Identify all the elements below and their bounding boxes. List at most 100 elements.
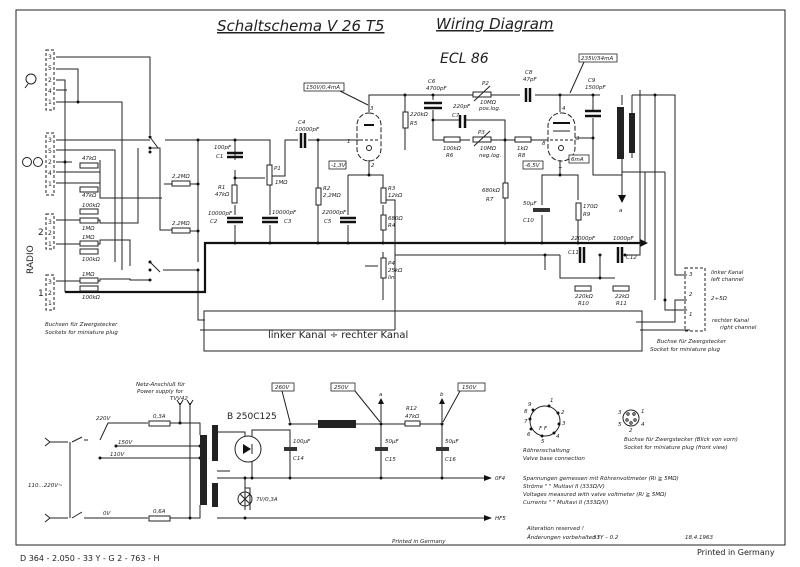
svg-text:linker Kanal: linker Kanal <box>711 270 744 276</box>
svg-text:linker Kanal ÷ rechter Kanal: linker Kanal ÷ rechter Kanal <box>268 330 408 341</box>
svg-text:P4: P4 <box>388 261 395 267</box>
output-0f4-arrow-icon <box>484 475 492 481</box>
svg-text:Buchse für Zwergstecker (Blick: Buchse für Zwergstecker (Blick von vorn) <box>624 437 738 443</box>
svg-text:10MΩ: 10MΩ <box>480 100 497 106</box>
svg-text:1500pF: 1500pF <box>585 85 606 91</box>
svg-text:4: 4 <box>562 106 566 112</box>
svg-text:1MΩ: 1MΩ <box>275 180 288 186</box>
svg-text:P3: P3 <box>478 130 485 136</box>
mains-transformer-primary <box>200 435 207 505</box>
svg-text:Änderungen vorbehalten !: Änderungen vorbehalten ! <box>526 534 600 541</box>
svg-text:9: 9 <box>528 402 532 408</box>
resistor-r12 <box>404 420 421 427</box>
svg-text:a: a <box>379 392 383 398</box>
svg-text:R5: R5 <box>410 121 418 127</box>
svg-text:2: 2 <box>38 228 44 238</box>
microphone-icon <box>25 73 37 85</box>
svg-text:F F: F F <box>539 426 548 432</box>
svg-text:3: 3 <box>370 106 374 112</box>
stage2-wiring <box>200 90 690 331</box>
radio2-socket: 3 2 1 2 <box>38 213 55 250</box>
svg-text:1: 1 <box>550 398 554 404</box>
svg-text:2,2MΩ: 2,2MΩ <box>323 193 341 199</box>
svg-text:100µF: 100µF <box>293 439 311 445</box>
svg-text:1: 1 <box>48 300 52 307</box>
svg-text:8: 8 <box>524 409 528 415</box>
svg-text:R6: R6 <box>446 153 454 159</box>
svg-text:C11: C11 <box>568 250 579 256</box>
measure-v2-anode: 235V/34mA <box>569 53 618 94</box>
svg-text:170Ω: 170Ω <box>583 204 598 210</box>
svg-text:R9: R9 <box>583 212 591 218</box>
svg-text:50µF: 50µF <box>385 439 399 445</box>
svg-text:2: 2 <box>689 292 693 298</box>
svg-text:Röhrenschaltung: Röhrenschaltung <box>523 448 570 454</box>
ground-bus <box>640 239 648 247</box>
svg-text:b: b <box>440 392 444 398</box>
tube-2-pentode: 4 8 3 + <box>542 106 580 171</box>
svg-text:100kΩ: 100kΩ <box>82 295 101 301</box>
svg-text:Currents " ": Currents " " Multavi II (333Ω/V) <box>523 500 608 506</box>
svg-text:150V: 150V <box>462 385 477 391</box>
svg-text:2: 2 <box>48 230 52 237</box>
svg-text:100kΩ: 100kΩ <box>443 146 462 152</box>
radio-label: RADIO <box>26 245 36 274</box>
svg-text:R3: R3 <box>388 186 396 192</box>
resistor-r9: 170Ω R9 <box>575 202 598 221</box>
channel-switch-box: linker Kanal ÷ rechter Kanal <box>203 310 643 352</box>
output-hf5-arrow-icon <box>484 515 492 521</box>
svg-text:left channel: left channel <box>711 277 744 283</box>
socket-front-view: 3 1 5 4 2 Buchse für Zwergstecker (Blick… <box>618 409 738 451</box>
svg-text:2÷5Ω: 2÷5Ω <box>711 296 728 302</box>
fuse-2 <box>148 515 171 522</box>
svg-text:P2: P2 <box>482 81 489 87</box>
svg-text:C5: C5 <box>324 219 332 225</box>
svg-text:2: 2 <box>48 290 52 297</box>
measurement-notes: Spannungen gemessen mit Röhrenvoltmeter … <box>523 476 713 541</box>
svg-text:50µF: 50µF <box>523 201 537 207</box>
svg-text:4: 4 <box>48 170 52 177</box>
svg-text:12kΩ: 12kΩ <box>388 193 403 199</box>
svg-text:110...220V~: 110...220V~ <box>28 483 63 489</box>
svg-text:C7: C7 <box>452 113 460 119</box>
svg-text:4: 4 <box>48 88 52 95</box>
measure-v1-cathode: -1,3V <box>328 160 347 170</box>
svg-text:10000pF: 10000pF <box>272 210 297 216</box>
svg-text:680Ω: 680Ω <box>388 216 403 222</box>
printed-in-germany: Printed in Germany <box>697 548 775 557</box>
tube-type: ECL 86 <box>440 51 489 67</box>
mains-transformer-secondary <box>212 425 218 461</box>
svg-text:50µF: 50µF <box>445 439 459 445</box>
svg-text:1MΩ: 1MΩ <box>82 226 95 232</box>
svg-text:3: 3 <box>48 54 52 61</box>
svg-text:33Y – 0.2: 33Y – 0.2 <box>593 535 619 541</box>
svg-text:47kΩ: 47kΩ <box>405 414 420 420</box>
svg-text:0V: 0V <box>103 511 111 517</box>
input-socket-note-de: Buchsen für Zwergstecker <box>45 322 118 328</box>
capacitor-c16 <box>436 447 449 451</box>
resistor-r2: R22,2MΩ <box>315 186 341 206</box>
svg-text:22kΩ: 22kΩ <box>615 294 630 300</box>
svg-text:R2: R2 <box>323 186 331 192</box>
svg-text:4: 4 <box>641 422 645 428</box>
svg-text:C16: C16 <box>445 457 456 463</box>
svg-text:1MΩ: 1MΩ <box>82 272 95 278</box>
svg-text:Spannungen gemessen mit Röhren: Spannungen gemessen mit Röhrenvoltmeter … <box>523 476 679 482</box>
svg-text:P1: P1 <box>274 166 281 172</box>
svg-text:R12: R12 <box>406 406 417 412</box>
svg-text:C10: C10 <box>523 218 534 224</box>
svg-text:R8: R8 <box>518 153 526 159</box>
svg-text:150V/0,4mA: 150V/0,4mA <box>306 85 340 91</box>
svg-text:-1,3V: -1,3V <box>331 163 347 169</box>
svg-text:6: 6 <box>527 432 531 438</box>
